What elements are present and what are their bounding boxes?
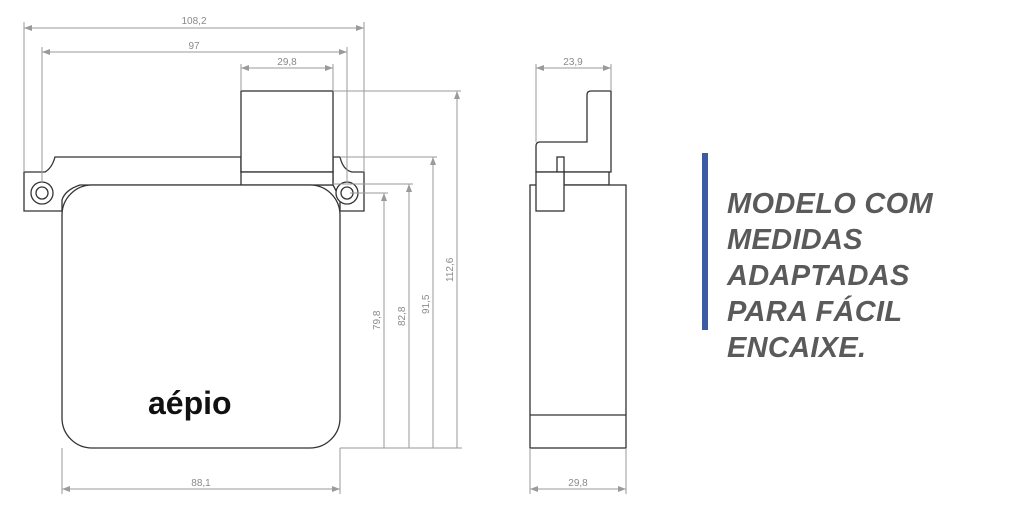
dim-overall-height: 112,6 bbox=[445, 257, 456, 282]
accent-bar bbox=[702, 153, 708, 330]
connector-block bbox=[240, 90, 334, 173]
device-body bbox=[61, 184, 341, 449]
brand-logo: aépio bbox=[148, 385, 232, 421]
tagline-line-2: MEDIDAS ADAPTADAS bbox=[727, 224, 910, 292]
dim-overall-width: 108,2 bbox=[181, 16, 206, 27]
side-view: 23,9 29,8 bbox=[529, 57, 627, 494]
dim-body-height: 79,8 bbox=[372, 310, 383, 330]
side-body bbox=[529, 184, 627, 449]
dim-body-depth: 29,8 bbox=[568, 478, 588, 489]
dim-height-to-flange: 91,5 bbox=[421, 294, 432, 314]
tagline-line-1: MODELO COM bbox=[727, 188, 933, 220]
dim-hole-spacing: 97 bbox=[188, 41, 200, 52]
dim-connector-width: 29,8 bbox=[277, 57, 297, 68]
side-top-tab bbox=[535, 90, 612, 173]
tagline: MODELO COM MEDIDAS ADAPTADAS PARA FÁCIL … bbox=[727, 186, 1024, 366]
dim-body-width: 88,1 bbox=[191, 478, 211, 489]
tagline-line-3: PARA FÁCIL ENCAIXE. bbox=[727, 296, 902, 364]
dim-height-to-hole: 82,8 bbox=[397, 306, 408, 326]
dim-top-depth: 23,9 bbox=[563, 57, 583, 68]
front-view: aépio 108,2 97 29,8 88,1 79,8 82,8 91,5 … bbox=[23, 16, 462, 494]
